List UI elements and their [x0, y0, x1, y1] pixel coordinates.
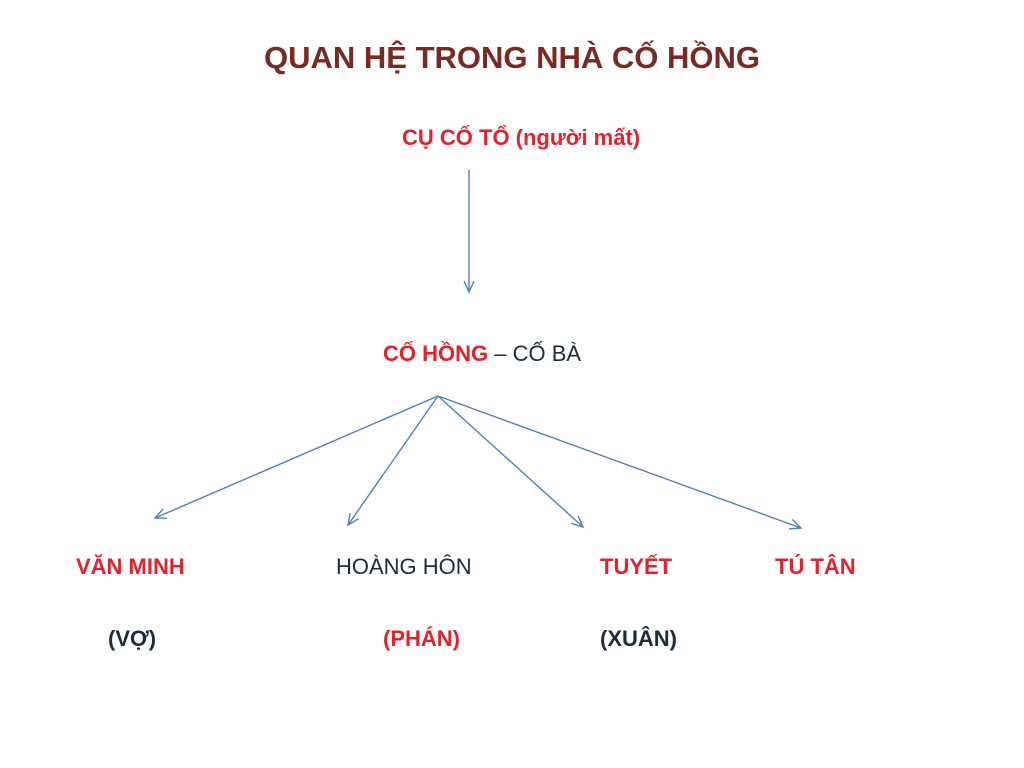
child-name-van-minh: VĂN MINH	[76, 554, 185, 579]
arrow-to-child-van-minh	[153, 395, 439, 519]
child-name-tuyet: TUYẾT	[600, 554, 673, 579]
child-note-van-minh: (VỢ)	[108, 626, 157, 651]
child-note-hoang-hon: (PHÁN)	[383, 626, 460, 651]
child-name-tu-tan: TÚ TÂN	[775, 554, 856, 579]
middle-node-name-red: CỐ HỒNG	[383, 341, 489, 366]
middle-node-label: CỐ HỒNG – CỐ BÀ	[383, 343, 581, 365]
arrow-to-child-hoang-hon	[347, 395, 439, 527]
arrow-to-child-tuyet	[437, 395, 585, 529]
child-name-hoang-hon: HOÀNG HÔN	[336, 554, 472, 579]
middle-node-name-dark: CỐ BÀ	[512, 341, 582, 366]
arrow-to-child-tu-tan	[437, 395, 803, 530]
middle-node-separator: –	[488, 341, 513, 366]
child-note-tuyet: (XUÂN)	[600, 626, 677, 651]
root-node-label: CỤ CỐ TỔ (người mất)	[402, 125, 641, 150]
diagram-title: QUAN HỆ TRONG NHÀ CỐ HỒNG	[264, 40, 760, 75]
